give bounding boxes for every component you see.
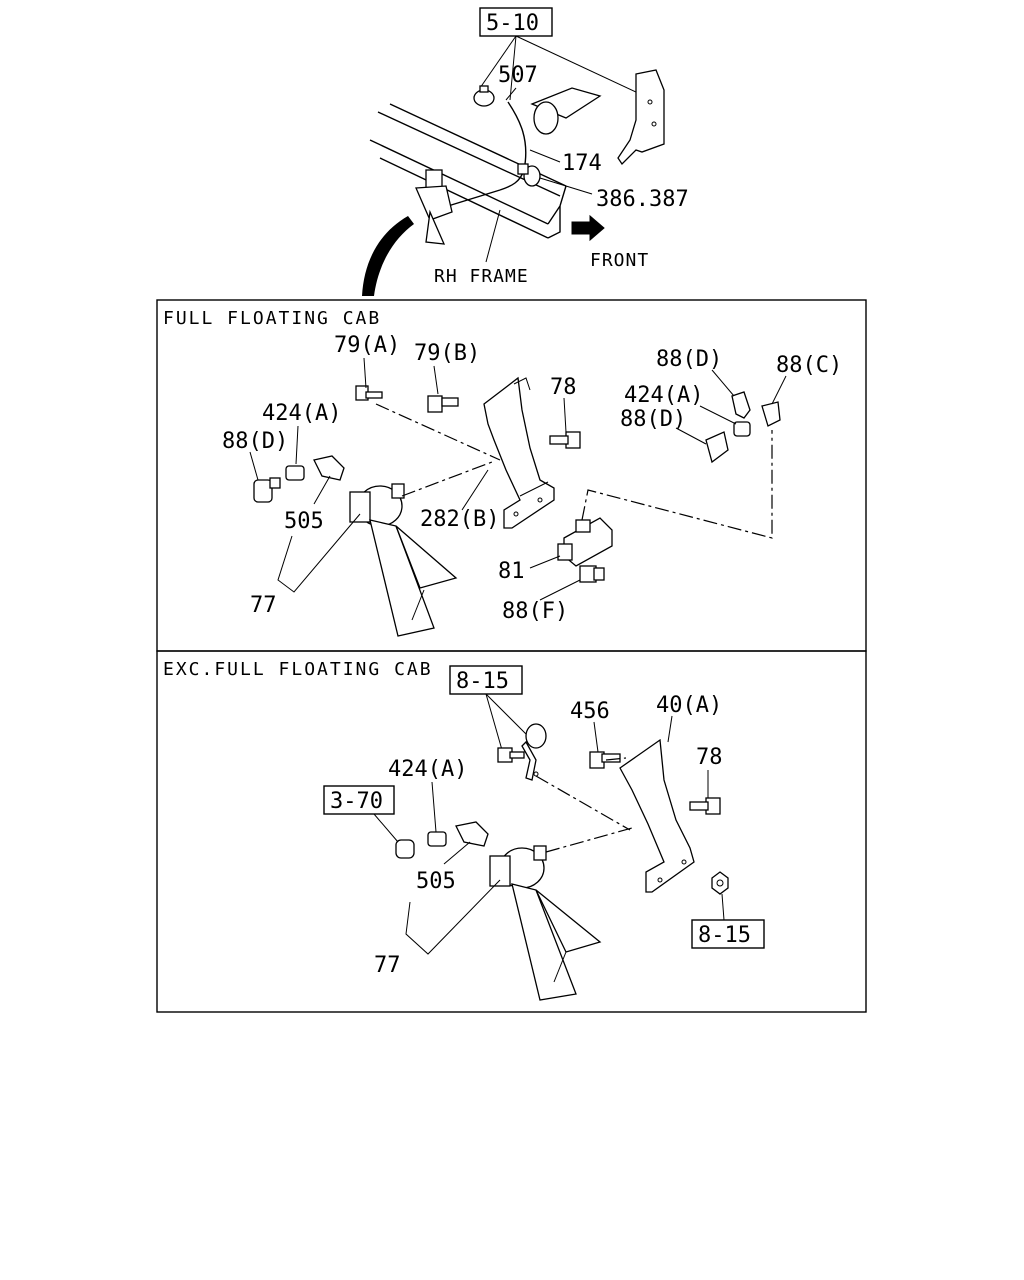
fitting-88c[interactable] [761, 401, 781, 427]
hose-174 [499, 101, 527, 191]
ref-label-8-15-bottom[interactable]: 8-15 [698, 923, 751, 948]
ref-box-8-15-bottom[interactable] [691, 919, 765, 949]
label-78-exc: 78 [696, 745, 723, 770]
panel-exc-content: EXC.FULL FLOATING CAB 8-15 [163, 659, 765, 1001]
ref-box-3-70[interactable] [323, 785, 395, 815]
horn-on-frame[interactable] [415, 169, 453, 245]
label-77-full: 77 [250, 593, 277, 618]
pointer-arrow-icon [362, 216, 414, 296]
bolt-78-full[interactable] [549, 431, 581, 449]
label-40a: 40(A) [656, 693, 722, 718]
ref-label-5-10[interactable]: 5-10 [486, 11, 539, 36]
fitting-424a-right[interactable] [733, 421, 751, 437]
front-arrow-icon [571, 214, 605, 242]
horn-77-exc[interactable] [489, 845, 602, 1001]
label-77-exc: 77 [374, 953, 401, 978]
horn-77-full[interactable] [349, 483, 458, 637]
label-79b: 79(B) [414, 341, 480, 366]
label-174: 174 [562, 151, 602, 176]
ref-label-8-15-top[interactable]: 8-15 [456, 669, 509, 694]
bolt-456[interactable] [589, 751, 621, 769]
elbow-505-exc[interactable] [455, 821, 489, 847]
label-88d-right: 88(D) [620, 407, 686, 432]
label-79a: 79(A) [334, 333, 400, 358]
bolt-79b[interactable] [427, 395, 459, 413]
clamp-8-15[interactable] [521, 723, 547, 781]
clip-386-387[interactable] [517, 163, 541, 187]
panel-exc-full-floating-cab [156, 650, 867, 1013]
label-424a-right: 424(A) [624, 383, 703, 408]
label-88f: 88(F) [502, 599, 568, 624]
ref-box-5-10[interactable] [479, 7, 553, 37]
bracket-40a[interactable] [619, 738, 695, 893]
fitting-88f[interactable] [579, 565, 605, 583]
label-rh-frame: RH FRAME [434, 266, 529, 287]
label-282b: 282(B) [420, 507, 499, 532]
label-456: 456 [570, 699, 610, 724]
panel-title-full-floating: FULL FLOATING CAB [163, 308, 381, 329]
panel-title-exc-full-floating: EXC.FULL FLOATING CAB [163, 659, 433, 680]
nut-8-15[interactable] [711, 871, 729, 895]
overview-section: 5-10 [362, 7, 689, 296]
fitting-88d-right[interactable] [705, 431, 729, 464]
bolt-clamp[interactable] [497, 747, 525, 763]
label-505-full: 505 [284, 509, 324, 534]
fitting-88d-top[interactable] [731, 391, 751, 419]
label-88d-top: 88(D) [656, 347, 722, 372]
fitting-3-70[interactable] [395, 839, 415, 859]
label-88c: 88(C) [776, 353, 842, 378]
label-88d-left: 88(D) [222, 429, 288, 454]
ref-label-3-70[interactable]: 3-70 [330, 789, 383, 814]
label-81: 81 [498, 559, 525, 584]
bracket-282b[interactable] [483, 376, 555, 529]
label-424a-exc: 424(A) [388, 757, 467, 782]
elbow-505[interactable] [313, 455, 345, 481]
label-78-full: 78 [550, 375, 577, 400]
fitting-424a-exc[interactable] [427, 831, 447, 847]
label-386-387: 386.387 [596, 187, 689, 212]
fitting-424a-left[interactable] [285, 465, 305, 481]
label-507: 507 [498, 63, 538, 88]
air-tank [530, 87, 602, 135]
valve-507[interactable] [473, 85, 495, 107]
valve-81[interactable] [557, 517, 613, 567]
bolt-78-exc[interactable] [689, 797, 721, 815]
label-424a-left: 424(A) [262, 401, 341, 426]
fitting-88d-left[interactable] [253, 477, 281, 503]
bolt-79a[interactable] [355, 385, 383, 401]
label-front: FRONT [590, 250, 649, 271]
frame-bracket [617, 69, 665, 166]
panel-full-floating-content: FULL FLOATING CAB [163, 308, 842, 637]
label-505-exc: 505 [416, 869, 456, 894]
